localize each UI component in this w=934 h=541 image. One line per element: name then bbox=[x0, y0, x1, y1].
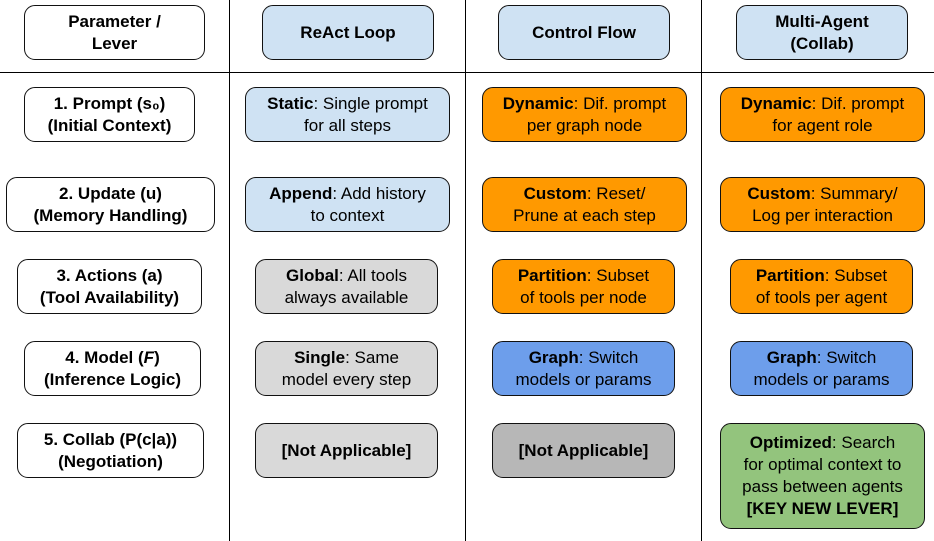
multi-model-line2: models or params bbox=[753, 369, 890, 389]
header-multi-line1: Multi-Agent bbox=[775, 11, 869, 31]
lever-actions-line2: (Tool Availability) bbox=[39, 287, 180, 307]
lever-update-line2: (Memory Handling) bbox=[33, 205, 188, 225]
react-prompt-bold: Static bbox=[267, 93, 314, 113]
lever-prompt-line2: (Initial Context) bbox=[47, 115, 172, 135]
multi-actions-line2: of tools per agent bbox=[755, 287, 888, 307]
multi-model-bold: Graph bbox=[766, 347, 817, 367]
control-prompt-cell: Dynamic: Dif. prompt per graph node bbox=[482, 87, 687, 142]
multi-update-cell: Custom: Summary/ Log per interaction bbox=[720, 177, 925, 232]
header-react-loop: ReAct Loop bbox=[262, 5, 434, 60]
control-model-line2: models or params bbox=[515, 369, 652, 389]
multi-collab-line3: pass between agents bbox=[742, 477, 903, 496]
control-model-text: : Switch bbox=[578, 347, 639, 367]
control-collab-cell: [Not Applicable] bbox=[492, 423, 675, 478]
control-update-text: : Reset/ bbox=[586, 183, 646, 203]
control-actions-line2: of tools per node bbox=[520, 287, 647, 307]
multi-update-line2: Log per interaction bbox=[752, 205, 893, 225]
react-actions-bold: Global bbox=[286, 265, 339, 285]
header-parameter-lever: Parameter / Lever bbox=[24, 5, 205, 60]
react-update-bold: Append bbox=[269, 183, 333, 203]
react-update-text: : Add history bbox=[332, 183, 426, 203]
react-collab-bold: [Not Applicable] bbox=[281, 440, 412, 460]
multi-model-cell: Graph: Switch models or params bbox=[730, 341, 913, 396]
lever-collab-line1: 5. Collab (P(c|a)) bbox=[43, 429, 178, 449]
multi-collab-line2: for optimal context to bbox=[743, 455, 902, 474]
react-prompt-cell: Static: Single prompt for all steps bbox=[245, 87, 450, 142]
react-model-bold: Single bbox=[294, 347, 346, 367]
react-prompt-line2: for all steps bbox=[304, 115, 391, 135]
multi-prompt-line2: for agent role bbox=[772, 115, 873, 135]
react-collab-cell: [Not Applicable] bbox=[255, 423, 438, 478]
control-prompt-text: : Dif. prompt bbox=[573, 93, 667, 113]
react-model-line2: model every step bbox=[281, 369, 412, 389]
control-model-cell: Graph: Switch models or params bbox=[492, 341, 675, 396]
control-collab-bold: [Not Applicable] bbox=[518, 440, 649, 460]
lever-prompt-line1: 1. Prompt (s₀) bbox=[53, 93, 166, 113]
multi-update-text: : Summary/ bbox=[810, 183, 898, 203]
lever-update: 2. Update (u) (Memory Handling) bbox=[6, 177, 215, 232]
multi-prompt-bold: Dynamic bbox=[740, 93, 812, 113]
multi-actions-text: : Subset bbox=[824, 265, 888, 285]
multi-collab-cell: Optimized: Search for optimal context to… bbox=[720, 423, 925, 529]
lever-actions: 3. Actions (a) (Tool Availability) bbox=[17, 259, 202, 314]
lever-model-line1: 4. Model (F) bbox=[65, 347, 160, 367]
control-actions-cell: Partition: Subset of tools per node bbox=[492, 259, 675, 314]
lever-prompt: 1. Prompt (s₀) (Initial Context) bbox=[24, 87, 195, 142]
lever-model-symbol: F bbox=[143, 347, 155, 367]
control-update-bold: Custom bbox=[523, 183, 587, 203]
header-control-label: Control Flow bbox=[532, 22, 636, 42]
control-model-bold: Graph bbox=[528, 347, 579, 367]
multi-prompt-text: : Dif. prompt bbox=[811, 93, 905, 113]
control-actions-text: : Subset bbox=[586, 265, 650, 285]
column-divider-1 bbox=[229, 0, 230, 541]
lever-actions-line1: 3. Actions (a) bbox=[56, 265, 163, 285]
column-divider-2 bbox=[465, 0, 466, 541]
control-update-line2: Prune at each step bbox=[513, 205, 656, 225]
lever-collab: 5. Collab (P(c|a)) (Negotiation) bbox=[17, 423, 204, 478]
react-update-line2: to context bbox=[310, 205, 385, 225]
multi-actions-bold: Partition bbox=[755, 265, 825, 285]
react-model-cell: Single: Same model every step bbox=[255, 341, 438, 396]
header-multi-line2: (Collab) bbox=[790, 33, 854, 53]
control-update-cell: Custom: Reset/ Prune at each step bbox=[482, 177, 687, 232]
multi-prompt-cell: Dynamic: Dif. prompt for agent role bbox=[720, 87, 925, 142]
react-actions-text: : All tools bbox=[338, 265, 407, 285]
react-model-text: : Same bbox=[345, 347, 399, 367]
lever-model-line2: (Inference Logic) bbox=[44, 369, 181, 389]
header-control-flow: Control Flow bbox=[498, 5, 670, 60]
lever-update-line1: 2. Update (u) bbox=[59, 183, 162, 203]
key-new-lever-label: [KEY NEW LEVER] bbox=[746, 499, 899, 518]
react-prompt-text: : Single prompt bbox=[313, 93, 428, 113]
react-update-cell: Append: Add history to context bbox=[245, 177, 450, 232]
header-parameter-line1: Parameter / bbox=[68, 11, 161, 31]
multi-model-text: : Switch bbox=[816, 347, 877, 367]
control-prompt-bold: Dynamic bbox=[502, 93, 574, 113]
column-divider-3 bbox=[701, 0, 702, 541]
header-divider bbox=[0, 72, 934, 73]
react-actions-line2: always available bbox=[284, 287, 409, 307]
multi-update-bold: Custom bbox=[747, 183, 811, 203]
control-prompt-line2: per graph node bbox=[526, 115, 643, 135]
react-actions-cell: Global: All tools always available bbox=[255, 259, 438, 314]
lever-model: 4. Model (F) (Inference Logic) bbox=[24, 341, 201, 396]
multi-collab-bold: Optimized bbox=[749, 433, 832, 452]
header-parameter-line2: Lever bbox=[91, 33, 138, 53]
multi-actions-cell: Partition: Subset of tools per agent bbox=[730, 259, 913, 314]
header-react-label: ReAct Loop bbox=[300, 22, 396, 42]
header-multi-agent: Multi-Agent (Collab) bbox=[736, 5, 908, 60]
control-actions-bold: Partition bbox=[517, 265, 587, 285]
lever-collab-line2: (Negotiation) bbox=[58, 451, 163, 471]
multi-collab-text: : Search bbox=[831, 433, 896, 452]
